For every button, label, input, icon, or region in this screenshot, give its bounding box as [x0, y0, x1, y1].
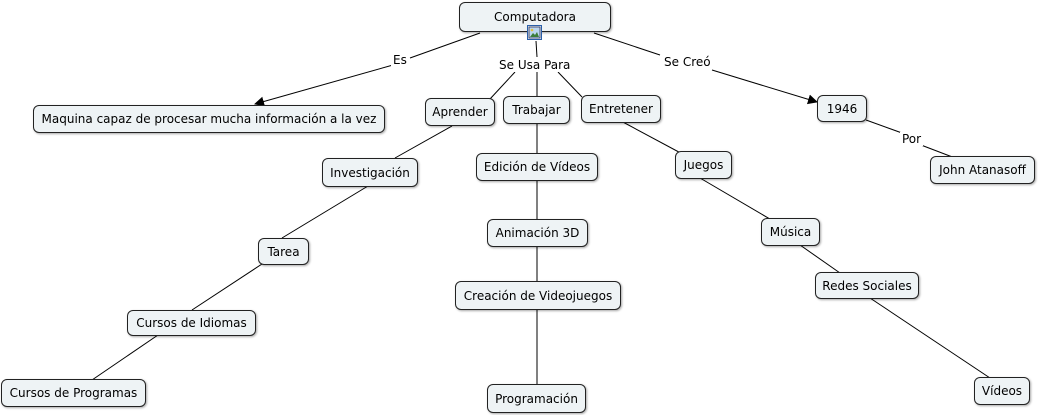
edge-seusapara-entretener — [557, 71, 583, 98]
edge-musica-redes — [799, 244, 841, 274]
edge-computadora-seusapara — [535, 40, 538, 58]
node-creacion-label: Creación de Videojuegos — [463, 288, 613, 303]
node-trabajar-label: Trabajar — [512, 103, 561, 117]
node-programas[interactable]: Cursos de Programas — [1, 379, 146, 407]
image-icon-glyph — [528, 26, 541, 39]
edge-1946-por — [865, 119, 903, 134]
node-edicion[interactable]: Edición de Vídeos — [476, 153, 598, 181]
node-maquina[interactable]: Maquina capaz de procesar mucha informac… — [33, 105, 385, 133]
node-entretener-label: Entretener — [589, 102, 653, 116]
edge-seusapara-aprender — [489, 71, 516, 100]
image-icon[interactable] — [527, 25, 542, 40]
edge-investigacion-tarea — [281, 185, 369, 239]
node-1946[interactable]: 1946 — [817, 95, 867, 122]
node-tarea-label: Tarea — [267, 244, 300, 259]
node-aprender-label: Aprender — [432, 105, 488, 119]
node-tarea[interactable]: Tarea — [258, 238, 309, 265]
node-john-label: John Atanasoff — [939, 163, 1026, 177]
node-animacion-label: Animación 3D — [495, 226, 580, 240]
edge-juegos-musica — [699, 177, 776, 223]
node-entretener[interactable]: Entretener — [581, 95, 661, 123]
edge-computadora-es — [409, 32, 481, 59]
edge-computadora-secreo — [593, 32, 661, 56]
node-1946-label: 1946 — [826, 101, 858, 116]
node-redes-label: Redes Sociales — [822, 278, 912, 293]
node-redes[interactable]: Redes Sociales — [815, 272, 919, 299]
link-label-es: Es — [391, 53, 409, 67]
node-musica[interactable]: Música — [761, 218, 820, 246]
node-maquina-label: Maquina capaz de procesar mucha informac… — [41, 112, 377, 126]
edge-es-maquina — [254, 64, 394, 107]
edge-por-john — [920, 144, 956, 159]
node-computadora-label: Computadora — [494, 10, 576, 24]
node-juegos-label: Juegos — [683, 158, 724, 172]
link-label-se-usa-para: Se Usa Para — [497, 58, 573, 72]
node-videos-label: Vídeos — [981, 384, 1023, 398]
node-idiomas-label: Cursos de Idiomas — [136, 316, 247, 330]
node-musica-label: Música — [769, 225, 812, 239]
node-trabajar[interactable]: Trabajar — [503, 96, 570, 124]
edge-secreo-1946 — [711, 69, 818, 105]
node-edicion-label: Edición de Vídeos — [483, 160, 591, 174]
node-programacion-label: Programación — [495, 391, 578, 406]
edge-idiomas-programas — [91, 334, 159, 381]
edge-redes-videos — [869, 297, 991, 379]
node-animacion[interactable]: Animación 3D — [487, 219, 588, 247]
node-aprender[interactable]: Aprender — [425, 98, 495, 126]
edge-tarea-idiomas — [191, 263, 263, 311]
link-label-se-creo: Se Creó — [662, 55, 713, 69]
node-programacion[interactable]: Programación — [487, 384, 586, 413]
node-programas-label: Cursos de Programas — [9, 386, 138, 400]
node-videos[interactable]: Vídeos — [974, 377, 1030, 405]
node-investigacion[interactable]: Investigación — [322, 158, 418, 187]
edge-aprender-investigacion — [394, 125, 453, 159]
link-label-por: Por — [900, 132, 924, 146]
node-investigacion-label: Investigación — [330, 165, 410, 180]
node-john[interactable]: John Atanasoff — [930, 156, 1035, 184]
node-creacion[interactable]: Creación de Videojuegos — [455, 281, 621, 310]
node-juegos[interactable]: Juegos — [675, 151, 732, 179]
node-idiomas[interactable]: Cursos de Idiomas — [127, 310, 256, 336]
